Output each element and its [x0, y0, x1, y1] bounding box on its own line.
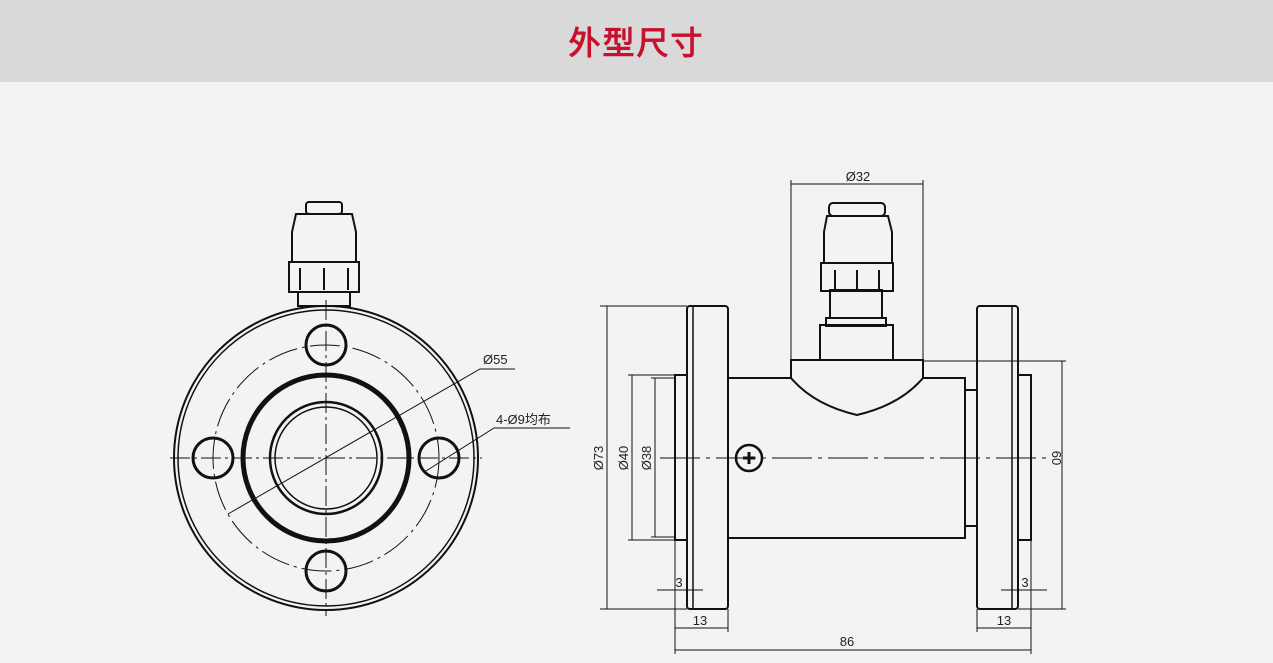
flange-diameter-label: Ø73: [591, 446, 606, 471]
pitch-circle-label: Ø55: [483, 352, 508, 367]
height-label: 60: [1049, 451, 1064, 465]
front-connector: [288, 201, 360, 307]
right-spigot-length-label: 3: [1021, 575, 1028, 590]
side-connector: [819, 202, 894, 361]
side-view: [660, 202, 1050, 610]
left-spigot-length-label: 3: [675, 575, 682, 590]
spigot-outer-label: Ø40: [616, 446, 631, 471]
right-flange-width-label: 13: [997, 613, 1011, 628]
front-view: Ø55 4-Ø9均布: [170, 201, 570, 616]
dimensions: Ø32 Ø73 Ø40 Ø38 60 3 3 13 13 86: [591, 169, 1066, 654]
page-title: 外型尺寸: [568, 24, 705, 62]
connector-diameter-label: Ø32: [846, 169, 871, 184]
overall-length-label: 86: [840, 634, 854, 649]
saddle: [790, 359, 924, 417]
bolt-holes-label: 4-Ø9均布: [496, 412, 551, 427]
left-flange-width-label: 13: [693, 613, 707, 628]
spigot-inner-label: Ø38: [639, 446, 654, 471]
header-bar: 外型尺寸: [0, 0, 1273, 82]
